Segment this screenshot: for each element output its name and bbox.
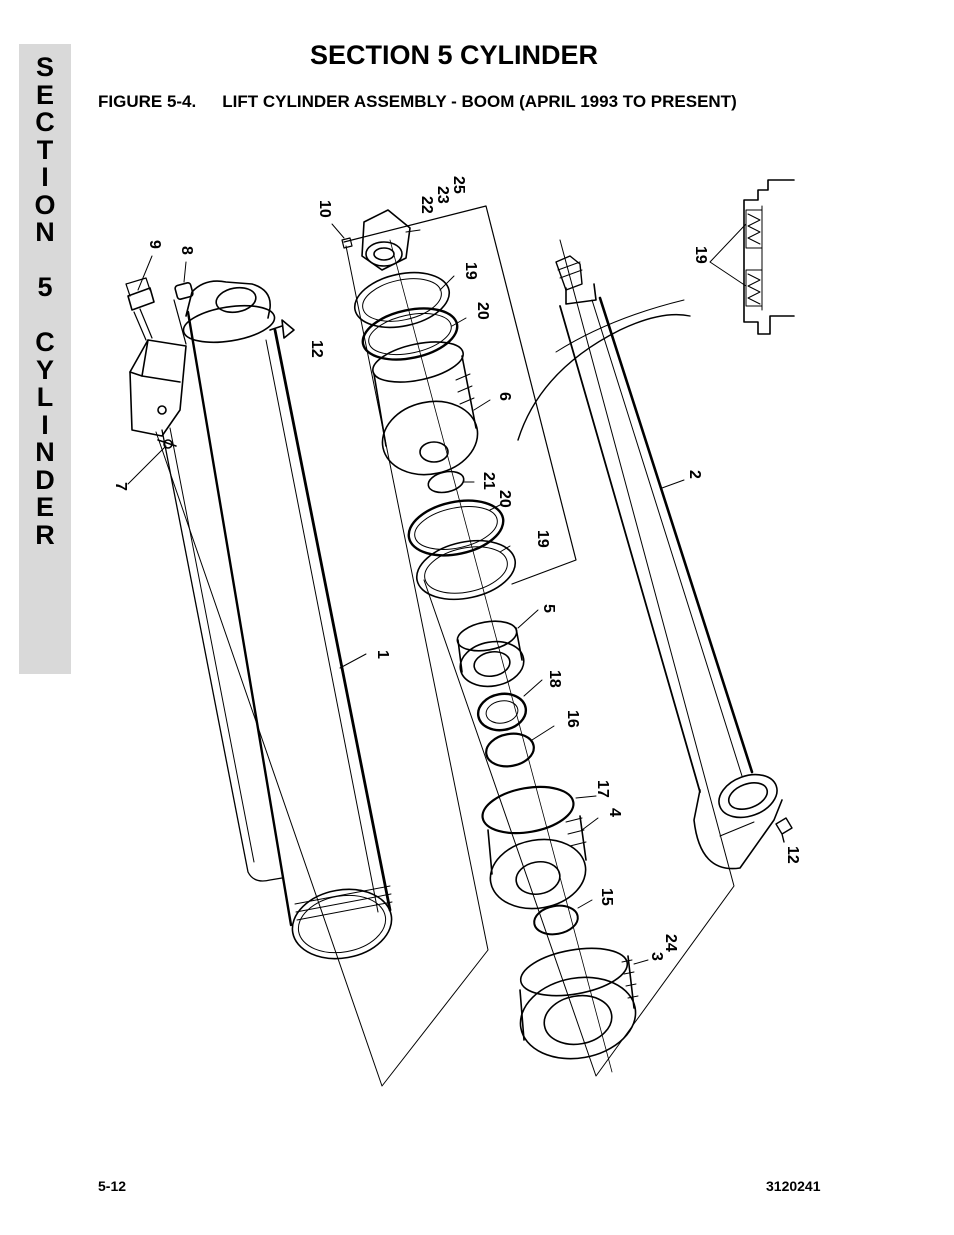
callout-20-upper: 20 — [474, 302, 491, 320]
side-tab-letter: L — [36, 382, 54, 412]
callout-20-lower: 20 — [496, 490, 513, 508]
callout-3: 3 — [648, 952, 665, 961]
callout-5: 5 — [540, 604, 557, 613]
side-tab-letters: S E C T I O N 5 C Y L I N D E R — [19, 54, 71, 549]
side-tab-letter: E — [35, 492, 54, 522]
phantom-outline-upper — [343, 205, 577, 585]
side-tab-letter: S — [35, 52, 54, 82]
piston-seals-upper — [353, 271, 459, 361]
callout-7: 7 — [112, 482, 129, 491]
callout-1: 1 — [374, 650, 391, 659]
break-line — [555, 299, 685, 353]
side-tab-letter: N — [35, 437, 55, 467]
callout-12-upper: 12 — [308, 340, 325, 358]
callout-24: 24 — [662, 934, 679, 952]
piston-rod — [555, 255, 783, 870]
cylinder-head — [481, 785, 587, 910]
spacer — [456, 620, 525, 688]
document-number: 3120241 — [766, 1178, 821, 1194]
phantom-outline-left — [155, 245, 489, 1087]
retaining-ring — [533, 904, 579, 936]
callout-16: 16 — [564, 710, 581, 728]
callout-8: 8 — [178, 246, 195, 255]
piston-seals-lower — [407, 499, 517, 601]
grease-fitting-upper — [269, 319, 295, 339]
leader-lines — [127, 223, 685, 965]
callout-2: 2 — [686, 470, 703, 479]
valve-block — [125, 277, 194, 449]
side-tab-letter: O — [34, 189, 56, 220]
break-line — [517, 313, 691, 441]
side-tab-letter: I — [41, 162, 49, 192]
side-tab-letter: N — [35, 217, 55, 247]
side-tab-letter: R — [35, 519, 55, 550]
side-tab-letter: C — [35, 327, 55, 357]
callout-17: 17 — [594, 780, 611, 798]
o-ring — [485, 732, 535, 768]
callout-6: 6 — [496, 392, 513, 401]
side-tab-letter: T — [36, 134, 54, 165]
figure-caption: LIFT CYLINDER ASSEMBLY - BOOM (APRIL 199… — [222, 92, 737, 111]
callout-12-lower: 12 — [784, 846, 801, 864]
grease-fitting-lower — [775, 817, 793, 843]
callout-19-detail: 19 — [692, 246, 709, 264]
callout-labels: 1 2 3 24 4 17 5 18 16 15 6 7 8 9 10 12 1… — [112, 176, 801, 961]
side-tab-letter: Y — [35, 354, 54, 385]
seal-section-detail — [709, 179, 795, 335]
side-tab-letter: I — [41, 409, 49, 440]
section-side-tab: S E C T I O N 5 C Y L I N D E R — [19, 44, 71, 674]
callout-15: 15 — [598, 888, 615, 906]
callout-25: 25 — [450, 176, 467, 194]
cylinder-barrel — [161, 280, 393, 960]
side-tab-letter: D — [35, 464, 55, 495]
phantom-outline-right — [423, 239, 735, 1077]
callout-4: 4 — [606, 808, 623, 817]
page-number: 5-12 — [98, 1178, 127, 1194]
callout-21: 21 — [480, 472, 497, 490]
callout-18: 18 — [546, 670, 563, 688]
collar — [519, 947, 639, 1060]
bushing — [476, 692, 528, 732]
side-tab-letter: 5 — [37, 272, 53, 302]
side-tab-letter: C — [35, 107, 55, 137]
figure-title: FIGURE 5-4. LIFT CYLINDER ASSEMBLY - BOOM… — [98, 92, 737, 112]
callout-19-upper: 19 — [462, 262, 479, 280]
callout-19-lower: 19 — [534, 530, 551, 548]
section-title: SECTION 5 CYLINDER — [310, 40, 599, 70]
figure-label: FIGURE 5-4. — [98, 92, 197, 111]
callout-10: 10 — [316, 200, 333, 218]
center-axis-line — [389, 239, 613, 1073]
callout-23: 23 — [434, 186, 451, 204]
side-tab-letter: E — [35, 79, 54, 110]
callout-9: 9 — [146, 240, 163, 249]
callout-22: 22 — [418, 196, 435, 214]
